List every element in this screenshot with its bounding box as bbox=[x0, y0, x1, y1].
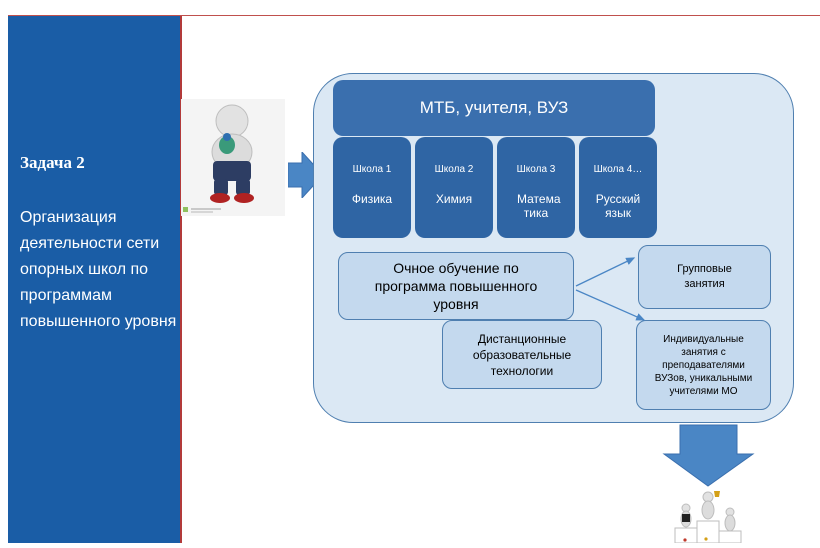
sidebar-panel: Задача 2 Организация деятельности сети о… bbox=[8, 16, 182, 543]
school-4-number: Школа 4… bbox=[593, 164, 643, 175]
individual-box: Индивидуальные занятия с преподавателями… bbox=[636, 320, 771, 410]
school-3-number: Школа 3 bbox=[516, 164, 556, 175]
school-1-subject: Физика bbox=[351, 192, 393, 206]
resources-header: МТБ, учителя, ВУЗ bbox=[333, 80, 655, 136]
task-description: Организация деятельности сети опорных шк… bbox=[20, 209, 177, 330]
group-box: Групповые занятия bbox=[638, 245, 771, 309]
school-3-box: Школа 3 Матема тика bbox=[497, 137, 575, 238]
school-2-number: Школа 2 bbox=[434, 164, 474, 175]
school-2-box: Школа 2 Химия bbox=[415, 137, 493, 238]
school-4-box: Школа 4… Русский язык bbox=[579, 137, 657, 238]
school-2-subject: Химия bbox=[435, 192, 473, 206]
school-1-box: Школа 1 Физика bbox=[333, 137, 411, 238]
school-3-subject: Матема тика bbox=[517, 192, 561, 220]
full-time-box: Очное обучение по программа повышенного … bbox=[338, 252, 574, 320]
arrow-to-individual bbox=[575, 289, 646, 321]
top-rule bbox=[8, 15, 820, 16]
school-4-subject: Русский язык bbox=[595, 192, 641, 220]
task-title: Задача 2 bbox=[20, 153, 85, 172]
right-arrow-icon bbox=[288, 152, 324, 198]
person-figure-image bbox=[181, 99, 285, 216]
down-arrow-icon bbox=[662, 424, 755, 487]
school-1-number: Школа 1 bbox=[352, 164, 392, 175]
arrow-to-group bbox=[575, 257, 636, 287]
podium-image bbox=[668, 488, 748, 544]
distance-box: Дистанционные образовательные технологии bbox=[442, 320, 602, 389]
